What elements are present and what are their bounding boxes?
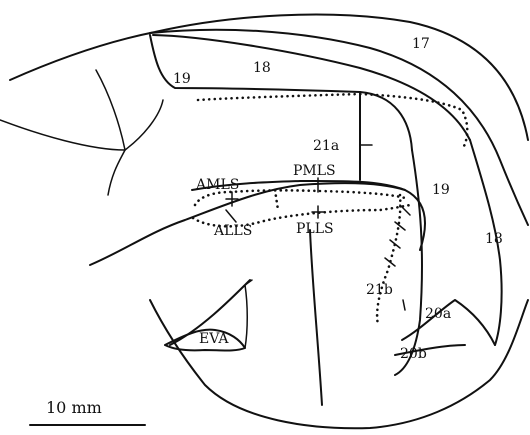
plls-vertical bbox=[310, 230, 322, 405]
label-area-21b: 21b bbox=[366, 282, 393, 298]
label-area-19-top: 19 bbox=[173, 71, 191, 87]
label-eva: EVA bbox=[199, 331, 229, 347]
inner-outer-contour bbox=[150, 30, 528, 225]
label-area-18-top: 18 bbox=[253, 60, 271, 76]
left-branch-3 bbox=[125, 100, 163, 150]
left-branch-2 bbox=[96, 70, 125, 150]
label-amls: AMLS bbox=[195, 177, 239, 193]
left-branch-1 bbox=[0, 120, 125, 150]
label-area-17: 17 bbox=[412, 36, 430, 52]
suprasylvian-contour bbox=[90, 183, 425, 265]
boundary-19-18-right bbox=[395, 150, 422, 375]
boundary-18-19-top bbox=[150, 35, 412, 150]
left-branch-4 bbox=[108, 150, 125, 195]
alls-tick bbox=[226, 210, 236, 222]
eva-arm bbox=[245, 280, 252, 348]
plls-tick bbox=[312, 206, 324, 218]
label-area-21a: 21a bbox=[313, 138, 339, 154]
label-area-20b: 20b bbox=[400, 346, 427, 362]
label-area-18-right: 18 bbox=[485, 231, 503, 247]
dotted-pmls-box bbox=[275, 190, 278, 210]
outer-brain-contour bbox=[10, 15, 528, 140]
label-pmls: PMLS bbox=[293, 163, 336, 179]
label-area-20a: 20a bbox=[425, 306, 451, 322]
label-alls: ALLS bbox=[213, 223, 252, 239]
scale-bar-label: 10 mm bbox=[46, 398, 102, 417]
label-plls: PLLS bbox=[296, 221, 334, 237]
label-area-19-right: 19 bbox=[432, 182, 450, 198]
dotted-boundary-21b bbox=[377, 195, 400, 325]
